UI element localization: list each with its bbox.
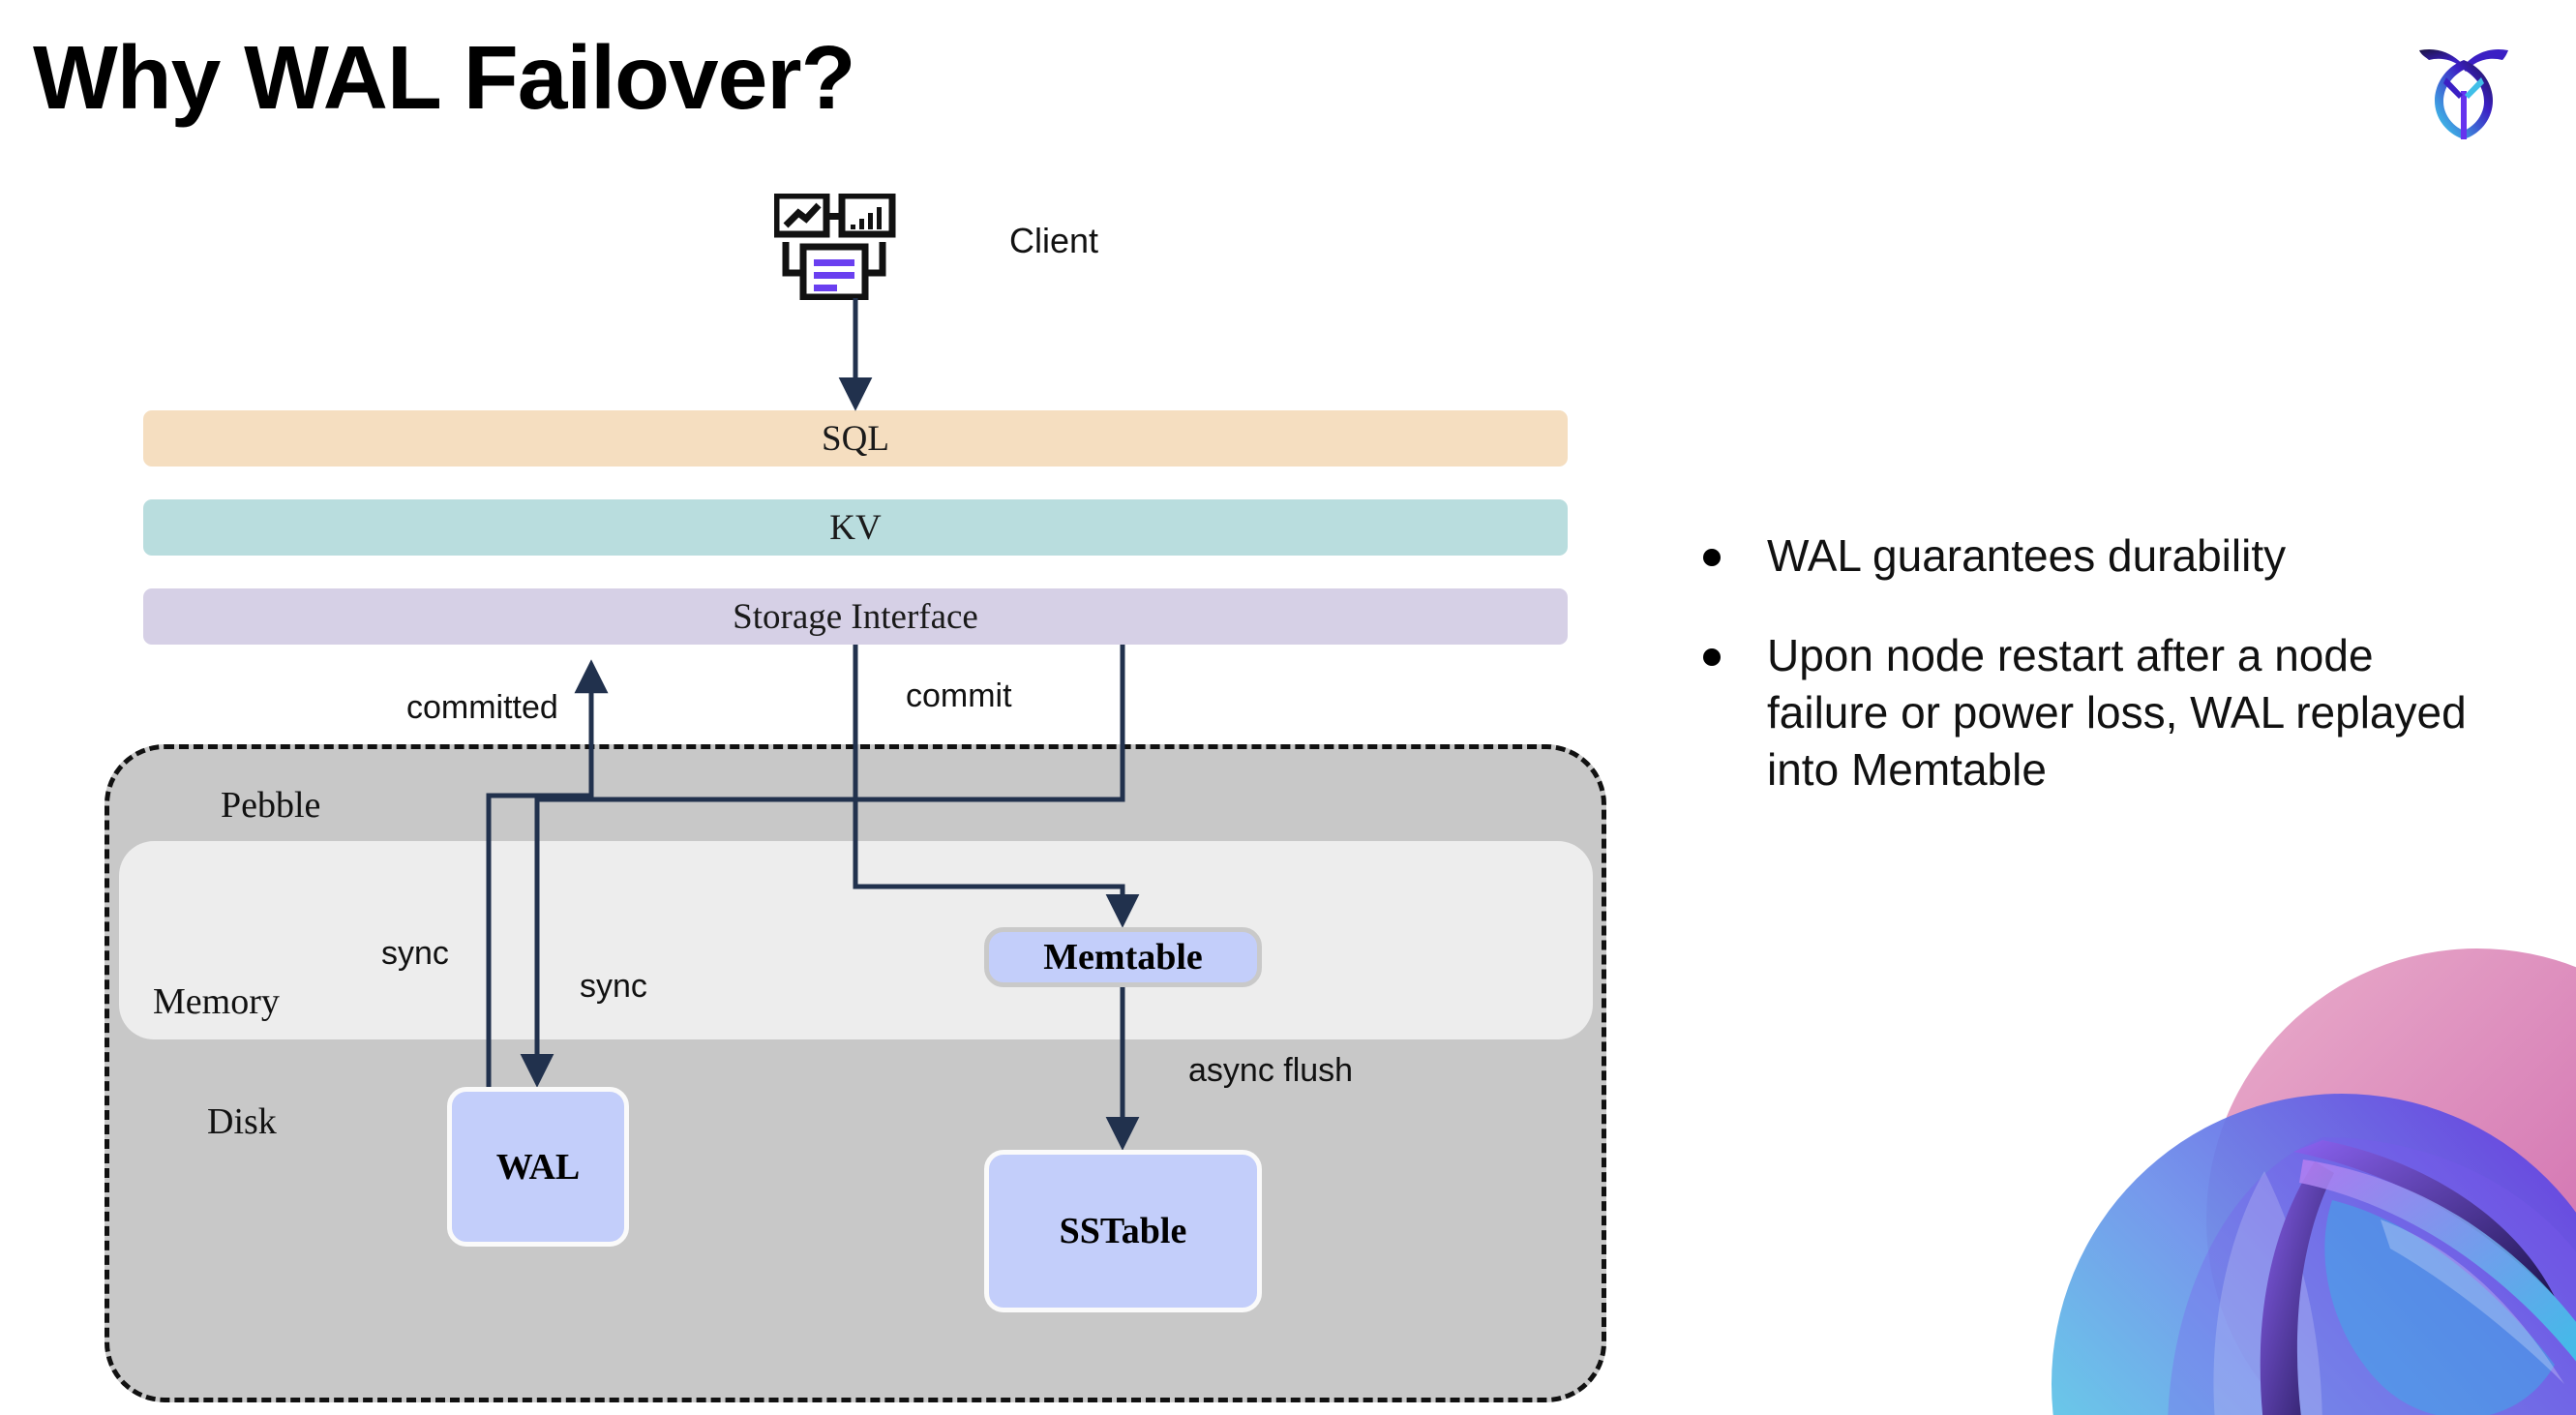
client-label: Client xyxy=(1009,221,1099,260)
page-title: Why WAL Failover? xyxy=(33,27,855,128)
bullet-text: WAL guarantees durability xyxy=(1767,530,2287,581)
layer-bar-kv[interactable]: KV xyxy=(143,499,1568,556)
edge-label-async-flush: async flush xyxy=(1188,1052,1354,1089)
layer-bar-storage[interactable]: Storage Interface xyxy=(143,588,1568,645)
node-wal[interactable]: WAL xyxy=(447,1087,629,1247)
disk-label: Disk xyxy=(207,1101,277,1142)
layer-bar-sql[interactable]: SQL xyxy=(143,410,1568,467)
pebble-label: Pebble xyxy=(221,785,321,826)
bullet-dot-icon xyxy=(1703,549,1721,566)
edge-label-committed: committed xyxy=(406,689,558,726)
edge-label-sync-left: sync xyxy=(381,935,449,972)
node-memtable[interactable]: Memtable xyxy=(984,927,1262,987)
bullet-dot-icon xyxy=(1703,647,1721,666)
client-dashboard-icon xyxy=(772,192,929,301)
bullet-text: Upon node restart after a node failure o… xyxy=(1767,629,2467,795)
list-item: Upon node restart after a node failure o… xyxy=(1703,627,2497,798)
edge-label-commit: commit xyxy=(906,677,1012,714)
node-sstable[interactable]: SSTable xyxy=(984,1150,1262,1312)
bullet-list: WAL guarantees durability Upon node rest… xyxy=(1703,527,2497,841)
cockroachdb-logo-icon xyxy=(2411,35,2516,141)
memory-label: Memory xyxy=(153,981,280,1022)
edge-label-sync-right: sync xyxy=(580,968,647,1005)
list-item: WAL guarantees durability xyxy=(1703,527,2497,585)
